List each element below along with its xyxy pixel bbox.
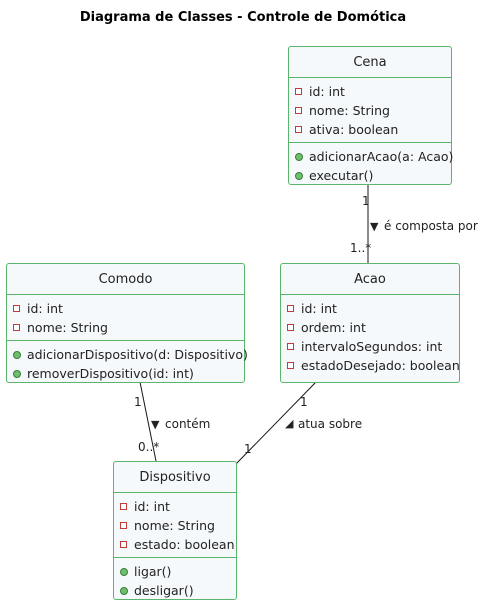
direction-arrow-icon: ◢ <box>285 417 294 430</box>
attribute: estado: boolean <box>114 535 236 554</box>
private-attr-icon <box>120 541 127 548</box>
direction-arrow-icon: ▼ <box>370 220 379 233</box>
mult-dispositivo-source: 1 <box>244 442 252 456</box>
private-attr-icon <box>295 107 302 114</box>
mult-acao-target: 1..* <box>350 241 372 255</box>
private-attr-icon <box>295 88 302 95</box>
mult-acao-source: 1 <box>300 395 308 409</box>
relation-label-acao-dispositivo: atua sobre <box>298 417 363 431</box>
class-name: Cena <box>289 47 451 78</box>
direction-arrow-icon: ▼ <box>151 418 160 431</box>
private-attr-icon <box>13 305 20 312</box>
method: adicionarAcao(a: Acao) <box>289 147 453 166</box>
method: ligar() <box>114 562 236 581</box>
attribute: nome: String <box>7 318 244 337</box>
public-method-icon <box>13 350 21 359</box>
attributes-section: id: int nome: String estado: boolean <box>114 493 236 558</box>
private-attr-icon <box>287 362 294 369</box>
mult-comodo-source: 1 <box>134 395 142 409</box>
attributes-section: id: int nome: String <box>7 295 244 341</box>
class-name: Dispositivo <box>114 462 236 493</box>
method: desligar() <box>114 581 236 600</box>
public-method-icon <box>295 171 303 180</box>
attribute: id: int <box>289 82 451 101</box>
attribute: nome: String <box>114 516 236 535</box>
relation-label-cena-acao: é composta por <box>384 219 478 233</box>
attributes-section: id: int ordem: int intervaloSegundos: in… <box>281 295 460 378</box>
method: adicionarDispositivo(d: Dispositivo) <box>7 345 248 364</box>
attribute: id: int <box>114 497 236 516</box>
public-method-icon <box>13 369 21 378</box>
attribute: id: int <box>281 299 459 318</box>
line-acao-dispositivo <box>235 381 317 465</box>
private-attr-icon <box>287 343 294 350</box>
methods-section: adicionarAcao(a: Acao) executar() <box>289 143 453 188</box>
method: executar() <box>289 166 451 185</box>
private-attr-icon <box>120 503 127 510</box>
class-dispositivo[interactable]: Dispositivo id: int nome: String estado:… <box>113 461 237 600</box>
attribute: intervaloSegundos: int <box>281 337 459 356</box>
public-method-icon <box>295 152 303 161</box>
private-attr-icon <box>287 305 294 312</box>
line-comodo-dispositivo <box>139 381 157 462</box>
relation-label-comodo-dispositivo: contém <box>165 417 211 431</box>
attribute: nome: String <box>289 101 451 120</box>
diagram-title: Diagrama de Classes - Controle de Domóti… <box>79 10 407 25</box>
class-cena[interactable]: Cena id: int nome: String ativa: boolean… <box>288 46 453 188</box>
private-attr-icon <box>13 324 20 331</box>
mult-cena-source: 1 <box>362 194 370 208</box>
attribute: ativa: boolean <box>289 120 451 139</box>
public-method-icon <box>120 586 128 595</box>
private-attr-icon <box>120 522 127 529</box>
attribute: ordem: int <box>281 318 459 337</box>
methods-section: ligar() desligar() <box>114 558 236 603</box>
class-comodo[interactable]: Comodo id: int nome: String adicionarDis… <box>6 263 248 386</box>
private-attr-icon <box>295 126 302 133</box>
methods-section: adicionarDispositivo(d: Dispositivo) rem… <box>7 341 248 386</box>
public-method-icon <box>120 567 128 576</box>
class-acao[interactable]: Acao id: int ordem: int intervaloSegundo… <box>280 263 460 383</box>
class-name: Comodo <box>7 264 244 295</box>
private-attr-icon <box>287 324 294 331</box>
attributes-section: id: int nome: String ativa: boolean <box>289 78 451 143</box>
method: removerDispositivo(id: int) <box>7 364 244 383</box>
class-name: Acao <box>281 264 459 295</box>
mult-dispositivo-target: 0..* <box>138 440 160 454</box>
attribute: id: int <box>7 299 244 318</box>
attribute: estadoDesejado: boolean <box>281 356 460 375</box>
